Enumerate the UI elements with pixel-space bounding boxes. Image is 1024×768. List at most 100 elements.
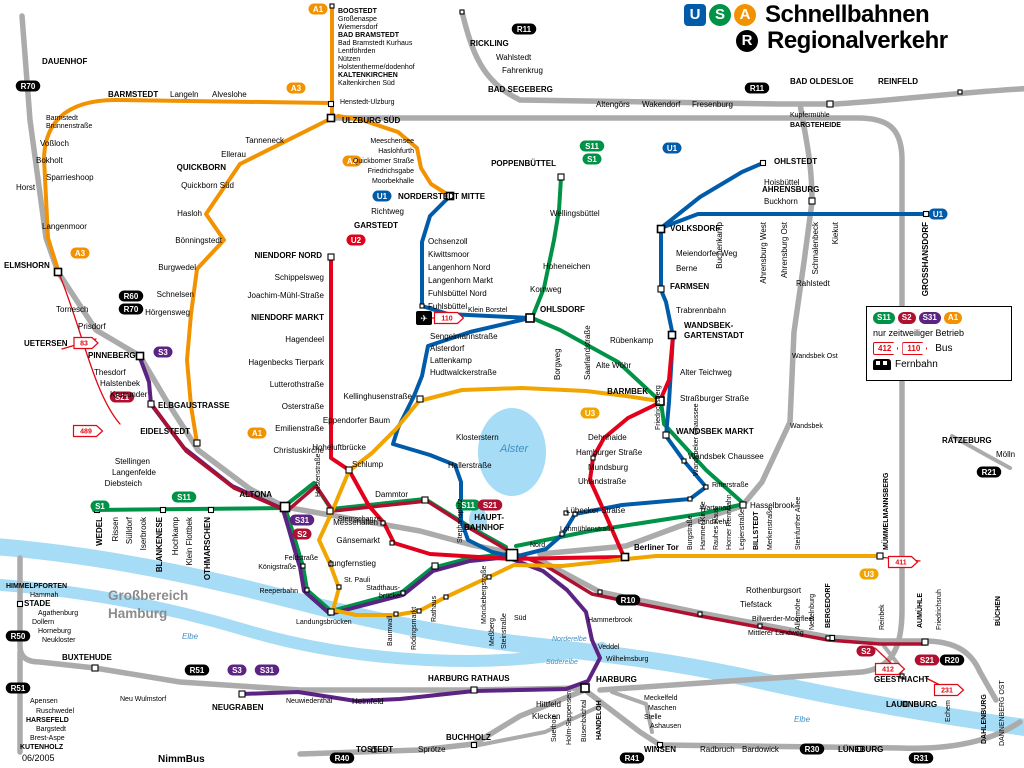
- station-label: Hittfeld: [536, 700, 561, 709]
- station-label: Hasloh: [177, 209, 202, 218]
- station-marker: [921, 638, 929, 646]
- line-badge-label: S1: [95, 502, 105, 511]
- station-label: Wandsbek: [790, 423, 823, 430]
- station-label: DAUENHOF: [42, 57, 87, 66]
- station-marker: [825, 635, 831, 641]
- station-label: Holstentherme/dodenhof: [338, 64, 415, 71]
- line-u1-ohlstedt: [659, 161, 765, 230]
- line-badge: [227, 664, 247, 676]
- station-marker: [667, 330, 677, 340]
- line-badge-label: R60: [124, 292, 139, 301]
- legend-line-badge: S31: [918, 312, 941, 324]
- station-label: Landwehr: [698, 519, 729, 526]
- station-marker: [238, 690, 246, 698]
- station-label: Quickborner Straße: [353, 158, 414, 165]
- station-label: Kaltenkirchen Süd: [338, 80, 395, 87]
- station-label: AHRENSBURG: [762, 185, 819, 194]
- station-label: Lübecker Straße: [566, 506, 626, 515]
- station-marker: [657, 285, 665, 293]
- station-label: Sülldorf: [125, 516, 134, 544]
- regional-logo: R: [736, 30, 758, 52]
- station-marker: [590, 455, 596, 461]
- station-label: Haslohfurth: [378, 148, 414, 155]
- station-label: GARSTEDT: [354, 221, 398, 230]
- bus-badge: [433, 311, 465, 325]
- line-s-green-tunnel: [283, 506, 510, 613]
- line-s-purple-tunnel: [281, 508, 511, 616]
- station-marker: [620, 552, 630, 562]
- station-label: FARMSEN: [670, 282, 709, 291]
- station-label: Mundsburg: [588, 463, 628, 472]
- station-marker: [207, 506, 215, 514]
- station-label: Meiendorfer Weg: [676, 249, 737, 258]
- station-marker: [416, 608, 422, 614]
- station-label: BAD OLDESLOE: [790, 77, 854, 86]
- station-label: St. Pauli: [344, 577, 371, 584]
- station-label: Krupunder: [110, 390, 148, 399]
- station-marker: [327, 100, 335, 108]
- station-label: BARMSTEDT: [108, 90, 158, 99]
- station-label: Hoisbüttel: [764, 178, 800, 187]
- station-label: ELMSHORN: [4, 261, 50, 270]
- line-badge-label: R11: [750, 84, 765, 93]
- station-label: Wiemersdorf: [338, 24, 378, 31]
- line-badge: [90, 500, 110, 512]
- station-marker: [304, 587, 310, 593]
- station-marker: [580, 683, 590, 693]
- line-badge-label: S21: [483, 501, 498, 510]
- station-label: BUXTEHUDE: [62, 653, 112, 662]
- station-label: Hagendeel: [285, 335, 324, 344]
- station-label: Fuhlsbüttel Nord: [428, 289, 487, 298]
- station-label: Osterstraße: [282, 402, 325, 411]
- line-badge: [928, 208, 948, 220]
- station-label: OHLSTEDT: [774, 157, 817, 166]
- station-label: Barmstedt: [46, 115, 78, 122]
- station-label: BILLSTEDT: [753, 511, 760, 550]
- station-label: Langenmoor: [42, 222, 87, 231]
- station-label: Brunnenstraße: [46, 123, 92, 130]
- station-label: AUMÜHLE: [915, 593, 924, 628]
- station-label: Holm-Seppensen: [566, 691, 573, 745]
- line-badge: [744, 82, 770, 94]
- station-label: NIENDORF NORD: [254, 251, 322, 260]
- station-marker: [371, 747, 377, 753]
- station-label: Gänsemarkt: [336, 536, 380, 545]
- station-label: Langeln: [170, 90, 198, 99]
- line-badge: [346, 234, 366, 246]
- line-badge-label: A1: [313, 5, 324, 14]
- station-label: Klein Flottbek: [185, 516, 194, 565]
- station-label: Saarlandstraße: [583, 325, 592, 380]
- station-label: Baumwall: [387, 615, 394, 646]
- line-badge-label: S1: [587, 155, 597, 164]
- station-label: Stephansplatz: [457, 498, 464, 543]
- station-label: ULZBURG SÜD: [342, 116, 400, 125]
- station-label: Hochkamp: [171, 516, 180, 555]
- akn-logo: A: [734, 4, 756, 26]
- station-marker: [300, 563, 306, 569]
- station-marker: [159, 506, 167, 514]
- station-label: Steinstraße: [501, 613, 508, 649]
- station-marker: [957, 89, 963, 95]
- line-regional-stade: [17, 555, 588, 693]
- station-marker: [135, 351, 145, 361]
- station-label: Feldstraße: [285, 555, 319, 562]
- station-label: Alveslohe: [212, 90, 247, 99]
- station-label: Allermöhe: [795, 598, 802, 630]
- line-badge-label: R21: [982, 468, 997, 477]
- station-label: BÜCHEN: [993, 596, 1002, 626]
- station-label: LÜNEBURG: [838, 745, 883, 754]
- station-label: Rothenburgsort: [746, 586, 802, 595]
- station-label: Bargstedt: [36, 726, 66, 733]
- line-u2: [329, 255, 675, 561]
- station-label: Langenhorn Markt: [428, 276, 494, 285]
- bus-badge-label: 110: [441, 316, 452, 323]
- station-marker: [470, 741, 478, 749]
- title-regionalverkehr: Regionalverkehr: [767, 27, 948, 54]
- station-label: Diebsteich: [105, 479, 142, 488]
- station-label: Kiekut: [831, 221, 840, 244]
- station-marker: [557, 173, 565, 181]
- bus-badge-label: 411: [895, 560, 906, 567]
- station-label: Horner Rennbahn: [726, 494, 733, 550]
